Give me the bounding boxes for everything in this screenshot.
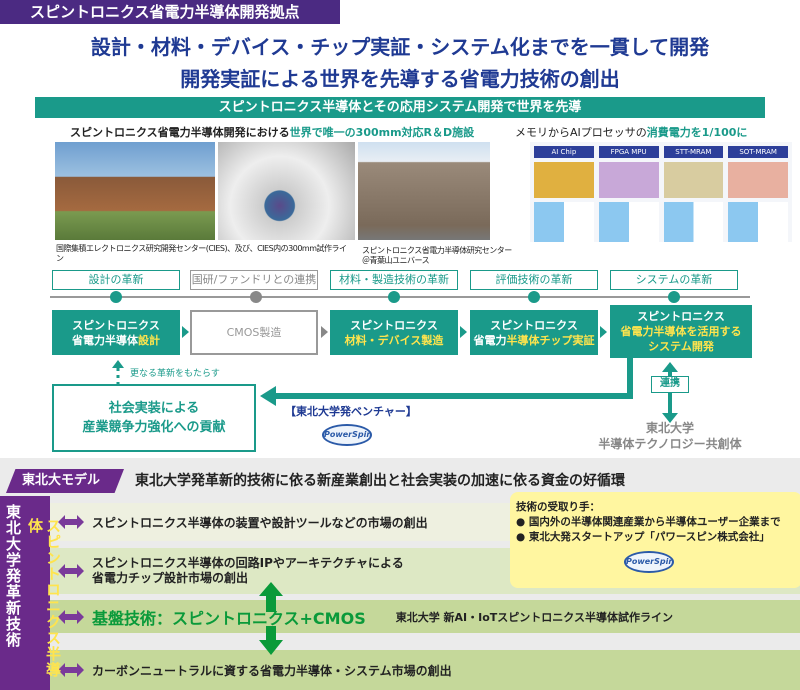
arrow-right-icon: [460, 326, 467, 338]
contribution-line: 産業競争力強化への貢献: [82, 420, 226, 435]
process-line: スピントロニクス: [637, 310, 725, 323]
caption-center-2: ＠青葉山ユニバース: [362, 256, 430, 265]
caption-center-1: スピントロニクス省電力半導体研究センター: [362, 246, 512, 255]
arrow-right-icon: [182, 326, 189, 338]
model-row-base: 基盤技術：スピントロニクス+CMOS 東北大学 新AI・IoTスピントロニクス半導…: [50, 600, 800, 633]
title-line2: 開発実証による世界を先導する省電力技術の創出: [180, 67, 620, 91]
process-cmos: CMOS製造: [190, 310, 318, 355]
heading-highlight: 消費電力を1/100に: [646, 126, 748, 139]
row-text: 省電力チップ設計市場の創出: [92, 571, 249, 585]
timeline-label-materials: 材料・製造技術の革新: [330, 270, 458, 290]
process-highlight: システム開発: [648, 340, 714, 353]
cies-building-photo: [55, 142, 215, 240]
partner-label: 東北大学半導体テクノロジー共創体: [590, 420, 750, 452]
arrow-right-icon: [600, 326, 607, 338]
timeline-dot: [528, 291, 540, 303]
side-column: 東北大学発革新技術 スピントロニクス半導体: [0, 496, 62, 690]
power-heading: メモリからAIプロセッサの消費電力を1/100に: [515, 124, 747, 140]
contribution-line: 社会実装による: [108, 401, 200, 416]
process-system: スピントロニクス省電力半導体を活用するシステム開発: [610, 305, 752, 358]
prototype-line: 東北大学 新AI・IoTスピントロニクス半導体試作ライン: [395, 610, 673, 624]
double-arrow-icon: [58, 609, 84, 624]
cleanroom-photo: [218, 142, 355, 240]
green-arrows-icon: [259, 582, 283, 655]
facilities-heading: スピントロニクス省電力半導体開発における世界で唯一の300mm対応R＆D施設: [70, 124, 474, 140]
partner-line: 半導体テクノロジー共創体: [598, 437, 742, 451]
side-label-spintronics: スピントロニクス半導体: [26, 518, 62, 678]
heading-prefix: スピントロニクス省電力半導体開発における: [70, 126, 290, 139]
row-text: スピントロニクス半導体の回路IPやアーキテクチャによる: [92, 556, 404, 570]
row-text: カーボンニュートラルに資する省電力半導体・システム市場の創出: [92, 663, 452, 678]
model-row-carbon: カーボンニュートラルに資する省電力半導体・システム市場の創出: [50, 650, 800, 690]
base-technology: 基盤技術：スピントロニクス+CMOS: [92, 608, 366, 628]
process-line: CMOS製造: [226, 326, 282, 339]
double-arrow-icon: [58, 515, 84, 529]
heading-prefix: メモリからAIプロセッサの: [515, 126, 647, 139]
timeline-label-system: システムの革新: [610, 270, 738, 290]
powerspin-logo: PowerSpin: [322, 424, 372, 446]
timeline-dot: [110, 291, 122, 303]
process-highlight: 半導体チップ実証: [506, 333, 595, 347]
process-line: スピントロニクス: [350, 318, 438, 332]
timeline-dot: [388, 291, 400, 303]
arrow-right-icon: [321, 326, 328, 338]
chip-label: FPGA MPU: [598, 146, 659, 158]
research-center-photo: [358, 142, 490, 240]
contribution-box: 社会実装による産業競争力強化への貢献: [52, 384, 256, 452]
power-chart-image: AI Chip FPGA MPU STT-MRAM SOT-MRAM: [530, 142, 792, 242]
row-text: スピントロニクス半導体の装置や設計ツールなどの市場の創出: [92, 515, 428, 530]
side-label-innovation: 東北大学発革新技術: [4, 504, 22, 648]
process-design: スピントロニクス省電力半導体設計: [52, 310, 180, 355]
process-chip: スピントロニクス省電力半導体チップ実証: [470, 310, 598, 355]
further-innovation-text: 更なる革新をもたらす: [130, 369, 220, 379]
partner-line: 東北大学: [645, 421, 694, 435]
timeline-line: [50, 296, 750, 298]
recipients-title: 技術の受取り手：: [516, 501, 600, 513]
process-materials: スピントロニクス材料・デバイス製造: [330, 310, 458, 355]
section-bar: スピントロニクス半導体とその応用システム開発で世界を先導: [35, 97, 765, 118]
model-title: 東北大学発革新的技術に依る新産業創出と社会実装の加速に依る資金の好循環: [135, 473, 625, 489]
venture-label: 【東北大学発ベンチャー】: [285, 405, 417, 418]
double-arrow-icon: [58, 663, 84, 677]
chip-label: STT-MRAM: [663, 146, 724, 158]
process-line: スピントロニクス: [490, 318, 578, 332]
recipient-item: ● 国内外の半導体関連産業から半導体ユーザー企業まで: [516, 516, 781, 528]
flow-arrows: [112, 358, 678, 423]
double-arrow-icon: [58, 564, 84, 578]
process-highlight: 材料・デバイス製造: [344, 333, 444, 347]
chip-label: AI Chip: [534, 146, 594, 158]
header-banner: スピントロニクス省電力半導体開発拠点: [0, 0, 340, 24]
caption-cies: 国際集積エレクトロニクス研究開発センター(CIES)、及び、CIES内の300m…: [56, 244, 347, 263]
collab-badge: 連携: [651, 376, 689, 393]
powerspin-logo: PowerSpin: [624, 551, 674, 573]
chip-label: SOT-MRAM: [728, 146, 788, 158]
process-line: 省電力半導体: [72, 333, 138, 347]
process-line: スピントロニクス: [72, 318, 160, 332]
timeline-label-evaluation: 評価技術の革新: [470, 270, 598, 290]
timeline-label-foundry: 国研/ファンドリとの連携: [190, 270, 318, 290]
timeline-dot: [668, 291, 680, 303]
process-highlight: 設計: [138, 333, 160, 347]
process-line: 省電力: [473, 333, 507, 347]
timeline-dot: [250, 291, 262, 303]
model-tag: 東北大モデル: [6, 469, 124, 493]
process-highlight: 省電力半導体を活用する: [620, 325, 742, 338]
heading-highlight: 世界で唯一の300mm対応R＆D施設: [289, 126, 475, 139]
recipient-item: ● 東北大発スタートアップ「パワースピン株式会社」: [516, 531, 770, 543]
recipients-box: 技術の受取り手： ● 国内外の半導体関連産業から半導体ユーザー企業まで ● 東北…: [510, 492, 800, 588]
timeline-label-design: 設計の革新: [52, 270, 180, 290]
title-line1: 設計・材料・デバイス・チップ実証・システム化までを一貫して開発: [90, 35, 710, 59]
